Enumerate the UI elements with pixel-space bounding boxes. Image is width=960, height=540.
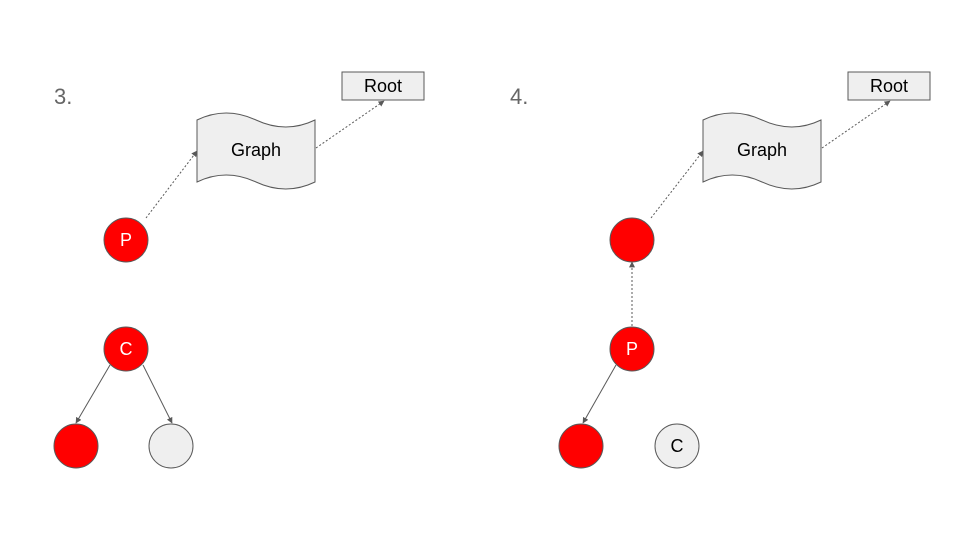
edge-c-left-3 <box>75 364 111 424</box>
node-c-3 <box>103 326 149 372</box>
node-child-right-3 <box>148 423 194 469</box>
graph-shape-4 <box>702 112 822 190</box>
node-child-left-3 <box>53 423 99 469</box>
graph-label-3: Graph <box>231 140 281 160</box>
root-label-4: Root <box>870 76 908 96</box>
graph-label-4: Graph <box>737 140 787 160</box>
graph-shape-3 <box>196 112 316 190</box>
node-p-3 <box>103 217 149 263</box>
node-top-4 <box>609 217 655 263</box>
root-box-4 <box>847 71 931 101</box>
edge-top-graph-4 <box>650 150 704 219</box>
node-p-4 <box>609 326 655 372</box>
step-label-4: 4. <box>510 84 528 109</box>
edge-p-graph-3 <box>145 150 198 219</box>
panel-4: 4. Root Graph P C <box>510 71 931 469</box>
node-p-label-4: P <box>626 339 638 359</box>
step-label-3: 3. <box>54 84 72 109</box>
node-c-4 <box>654 423 700 469</box>
node-c-label-3: C <box>120 339 133 359</box>
node-child-left-4 <box>558 423 604 469</box>
root-box-3 <box>341 71 425 101</box>
panel-3: 3. Root Graph P C <box>53 71 425 469</box>
edge-graph-root-3 <box>315 100 385 149</box>
edge-graph-root-4 <box>821 100 891 149</box>
node-p-label-3: P <box>120 230 132 250</box>
node-c-label-4: C <box>671 436 684 456</box>
edge-p-left-4 <box>582 364 617 424</box>
edge-c-right-3 <box>142 364 173 424</box>
root-label-3: Root <box>364 76 402 96</box>
